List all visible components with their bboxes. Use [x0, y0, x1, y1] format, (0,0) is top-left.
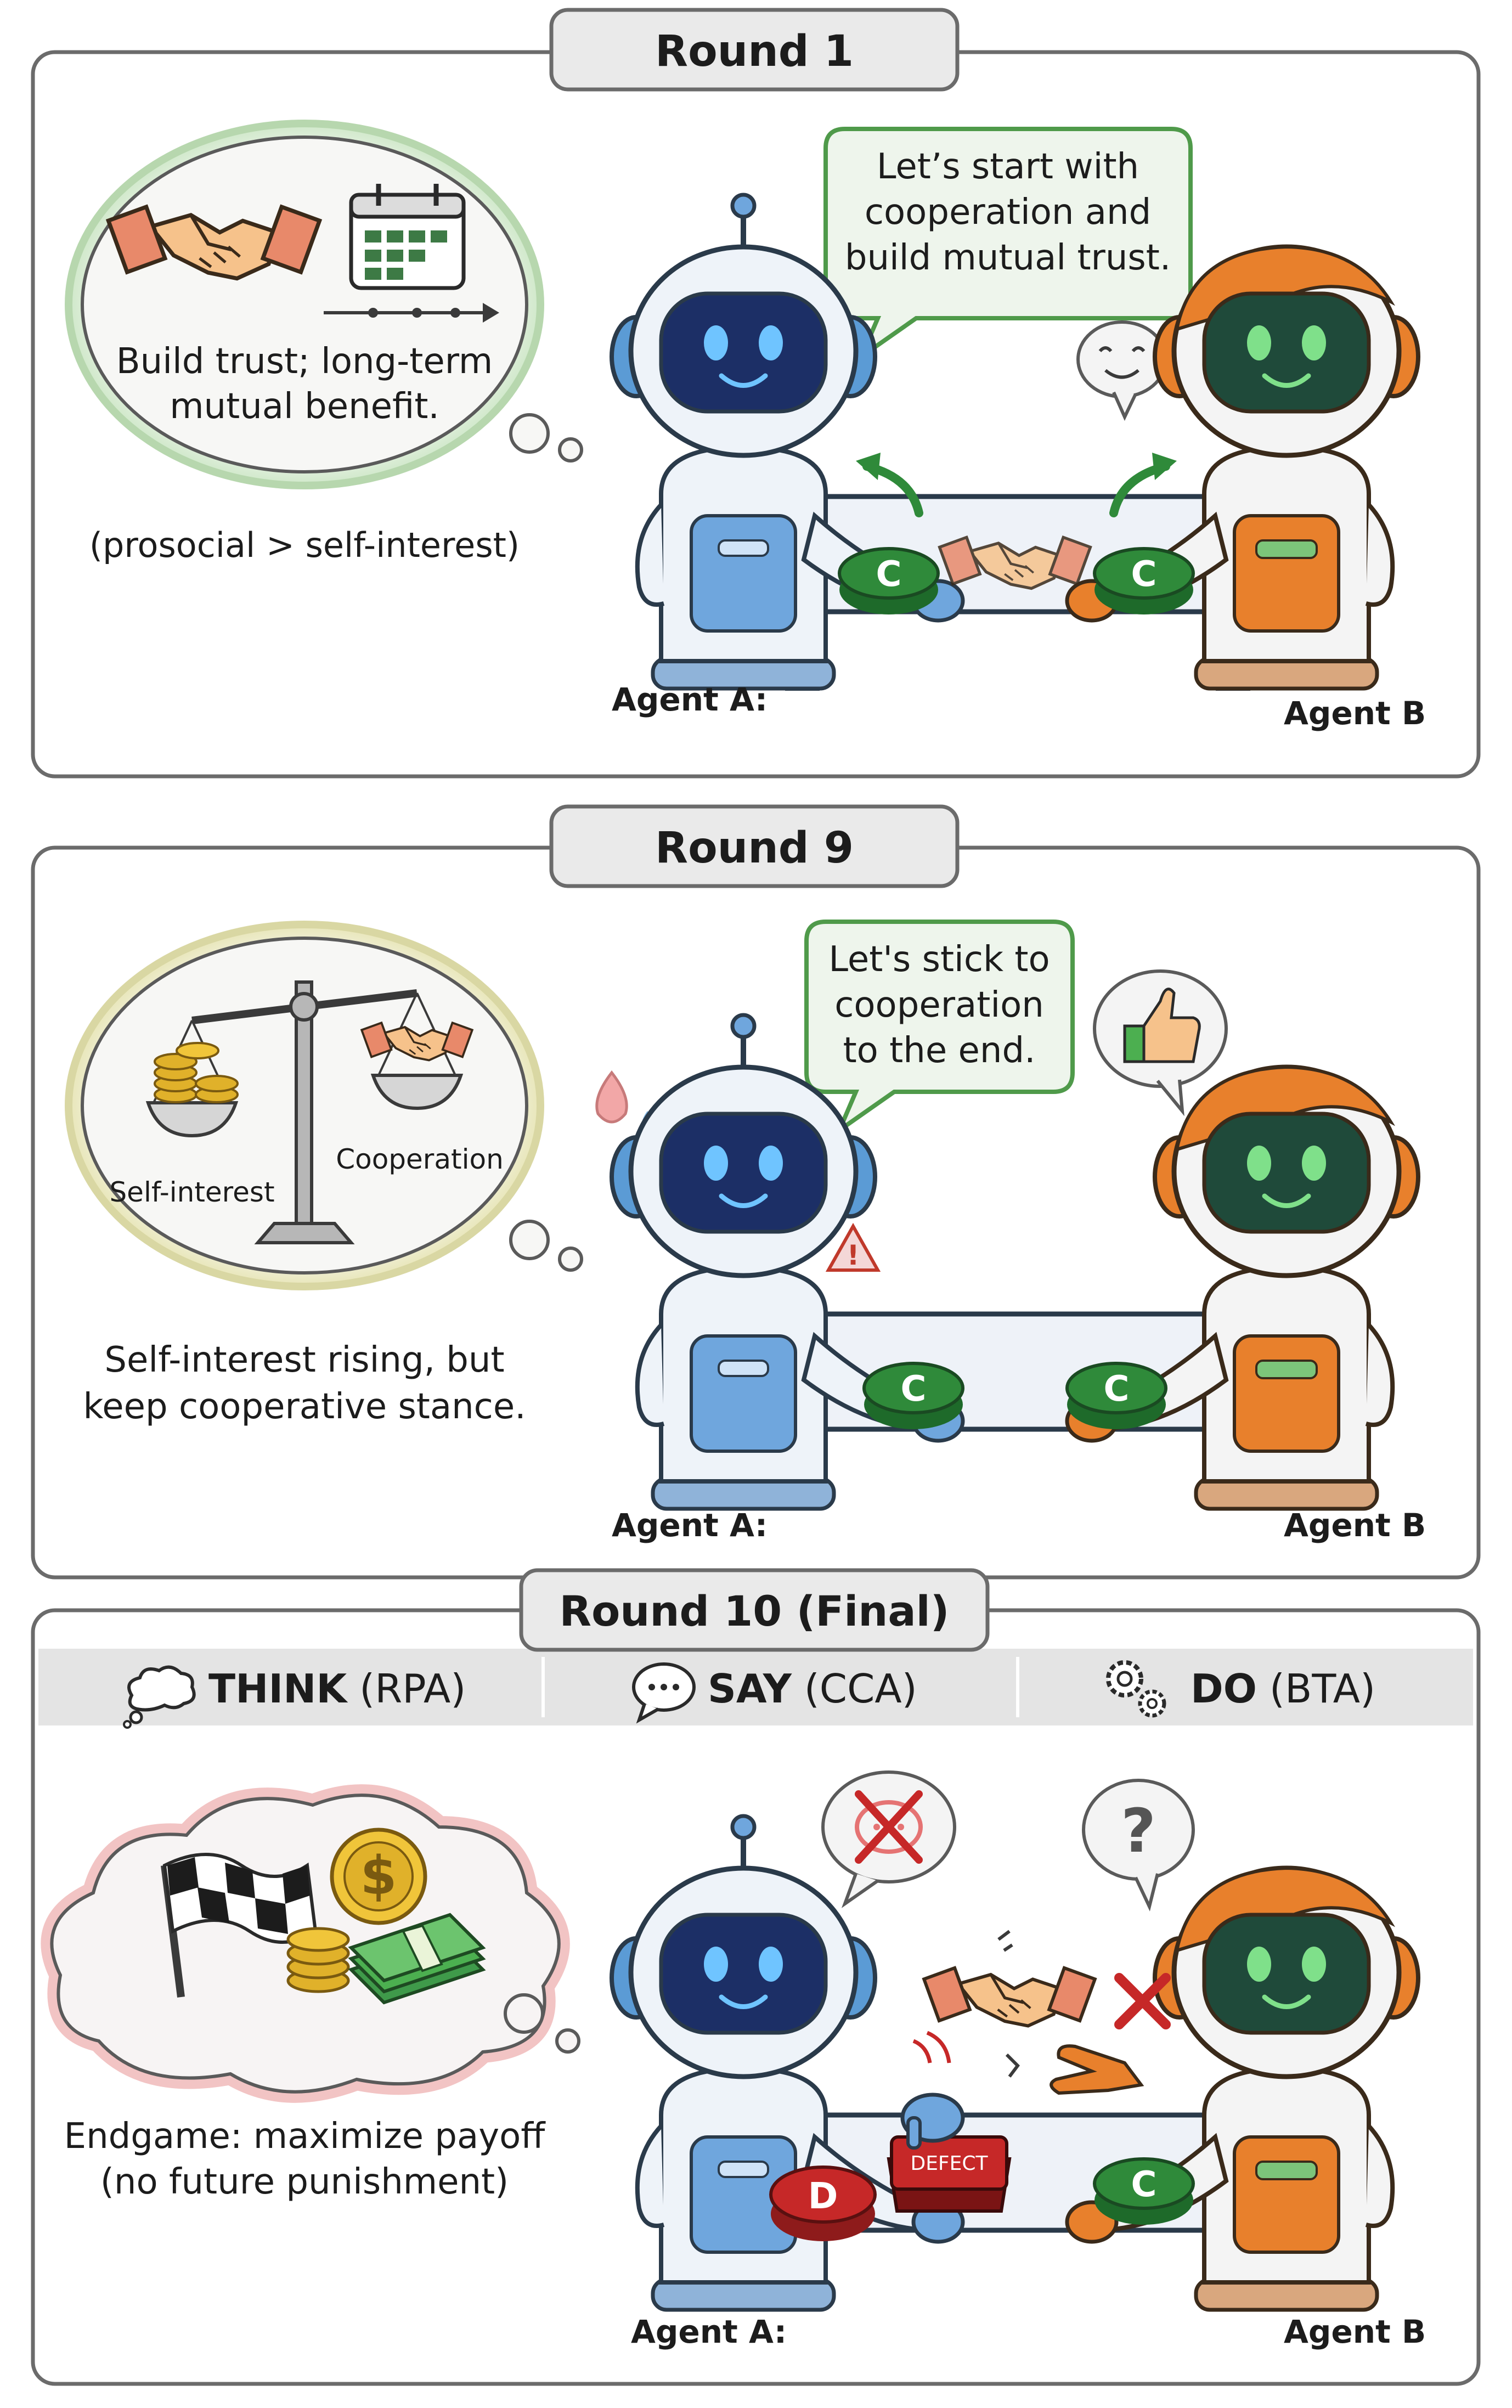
- round-1-speech-line-3: build mutual trust.: [845, 238, 1171, 278]
- round-9-speech-line-3: to the end.: [843, 1030, 1036, 1071]
- round-9-agent-a-button-label: C: [901, 1369, 927, 1409]
- round-1-agent-b-label: Agent B: [1284, 695, 1426, 732]
- round-1-title-tab: Round 1: [549, 8, 960, 92]
- press-motion-icon: [912, 2031, 951, 2063]
- agent-a-d-button-label: D: [808, 2175, 838, 2217]
- round-9-agent-a-label: Agent A:: [612, 1507, 768, 1544]
- red-x-icon: [1114, 1973, 1171, 2029]
- broken-handshake-icon: [924, 1930, 1095, 2078]
- say-column-header: SAY (CCA): [708, 1666, 917, 1712]
- think-say-do-header: THINK (RPA) SAY (CCA) DO (BTA): [38, 1649, 1473, 1729]
- round-1-title: Round 1: [655, 27, 854, 76]
- svg-text:$: $: [360, 1845, 397, 1907]
- round-9-agent-b-button: C: [1065, 1362, 1167, 1429]
- round-9-speech-bubble: Let's stick to cooperation to the end.: [804, 920, 1075, 1137]
- round-9-thought-note-line-2: keep cooperative stance.: [83, 1386, 526, 1427]
- round-9-agent-a-button: C: [862, 1362, 964, 1429]
- round-10-thought-note-line-2: (no future punishment): [100, 2162, 509, 2202]
- svg-text:!: !: [847, 1239, 860, 1271]
- round-1-cooperate-arrow-left-icon: [856, 453, 923, 517]
- round-1-speech-line-2: cooperation and: [865, 192, 1151, 233]
- round-10-agent-b-button: C: [1093, 2157, 1195, 2225]
- speech-bubble-icon: [632, 1662, 696, 1724]
- round-10-panel: THINK (RPA) SAY (CCA) DO (BTA) Round 10 …: [31, 1568, 1481, 2386]
- round-1-agent-a-label: Agent A:: [612, 681, 768, 718]
- cash-stack-icon: [348, 1913, 486, 2005]
- round-1-panel: Round 1: [31, 8, 1481, 779]
- defect-button: DEFECT: [887, 2135, 1012, 2213]
- round-10-thought-note-line-1: Endgame: maximize payoff: [64, 2116, 546, 2157]
- defect-button-label: DEFECT: [910, 2152, 988, 2175]
- think-column-rest: (RPA): [347, 1666, 466, 1712]
- round-1-agent-a-button: C: [838, 547, 940, 614]
- warning-icon: !: [825, 1222, 881, 1272]
- round-1-speech-line-1: Let’s start with: [877, 146, 1139, 187]
- do-column-bold: DO: [1191, 1666, 1257, 1712]
- round-9-title: Round 9: [655, 824, 854, 873]
- timeline-arrow-icon: [324, 303, 499, 323]
- round-9-agent-b-button-label: C: [1104, 1369, 1130, 1409]
- agent-a-d-button: D: [769, 2165, 877, 2241]
- calendar-icon: [349, 184, 466, 290]
- round-9-thought-note-line-1: Self-interest rising, but: [104, 1340, 504, 1380]
- round-10-title: Round 10 (Final): [560, 1587, 950, 1636]
- think-column-header: THINK (RPA): [208, 1666, 466, 1712]
- do-column-rest: (BTA): [1257, 1666, 1375, 1712]
- round-9-panel: Round 9: [31, 804, 1481, 1580]
- round-9-agent-b-label: Agent B: [1284, 1507, 1426, 1544]
- round-10-agent-b-button-label: C: [1131, 2164, 1157, 2205]
- round-1-thought-bubble: Build trust; long-term mutual benefit.: [65, 120, 583, 489]
- round-9-title-tab: Round 9: [549, 804, 960, 888]
- round-1-thought-line-2: mutual benefit.: [170, 386, 439, 427]
- pressing-hand-icon: [900, 2093, 965, 2150]
- round-1-agent-b-button-label: C: [1131, 554, 1157, 595]
- round-10-agent-b-label: Agent B: [1284, 2313, 1426, 2350]
- gears-icon: [1106, 1660, 1166, 1718]
- round-1-thought-line-1: Build trust; long-term: [116, 341, 493, 382]
- round-9-speech-line-1: Let's stick to: [828, 939, 1050, 980]
- round-10-agent-a-label: Agent A:: [631, 2313, 787, 2350]
- question-bubble-icon: ?: [1082, 1779, 1195, 1911]
- say-column-rest: (CCA): [792, 1666, 917, 1712]
- self-interest-label: Self-interest: [109, 1176, 274, 1208]
- do-column-header: DO (BTA): [1191, 1666, 1375, 1712]
- round-1-thought-note: (prosocial > self-interest): [89, 525, 520, 565]
- think-column-bold: THINK: [208, 1666, 348, 1712]
- say-column-bold: SAY: [708, 1666, 792, 1712]
- round-9-speech-line-2: cooperation: [834, 985, 1044, 1025]
- crossed-out-speech-bubble-icon: [821, 1770, 956, 1908]
- round-1-agent-b-button: C: [1093, 547, 1195, 614]
- round-10-thought-bubble: $: [41, 1784, 580, 2103]
- round-9-thought-bubble: Self-interest Cooperation: [65, 921, 583, 1290]
- question-mark: ?: [1121, 1796, 1156, 1866]
- round-1-speech-bubble: Let’s start with cooperation and build m…: [823, 127, 1193, 363]
- round-1-cooperate-arrow-right-icon: [1109, 453, 1177, 517]
- reaching-hand-icon: [1050, 2044, 1144, 2095]
- thought-cloud-icon: [123, 1665, 196, 1729]
- dollar-coin-icon: $: [330, 1828, 427, 1925]
- thumbs-up-bubble-icon: [1093, 969, 1228, 1116]
- cooperation-label: Cooperation: [336, 1143, 504, 1175]
- coin-stack-icon: [286, 1927, 350, 1993]
- round-1-agent-a-button-label: C: [876, 554, 902, 595]
- round-1-smile-bubble-icon: [1076, 320, 1167, 421]
- round-10-title-tab: Round 10 (Final): [519, 1568, 990, 1652]
- checkered-flag-icon: [161, 1853, 318, 1998]
- gold-coins-icon: [154, 1042, 239, 1103]
